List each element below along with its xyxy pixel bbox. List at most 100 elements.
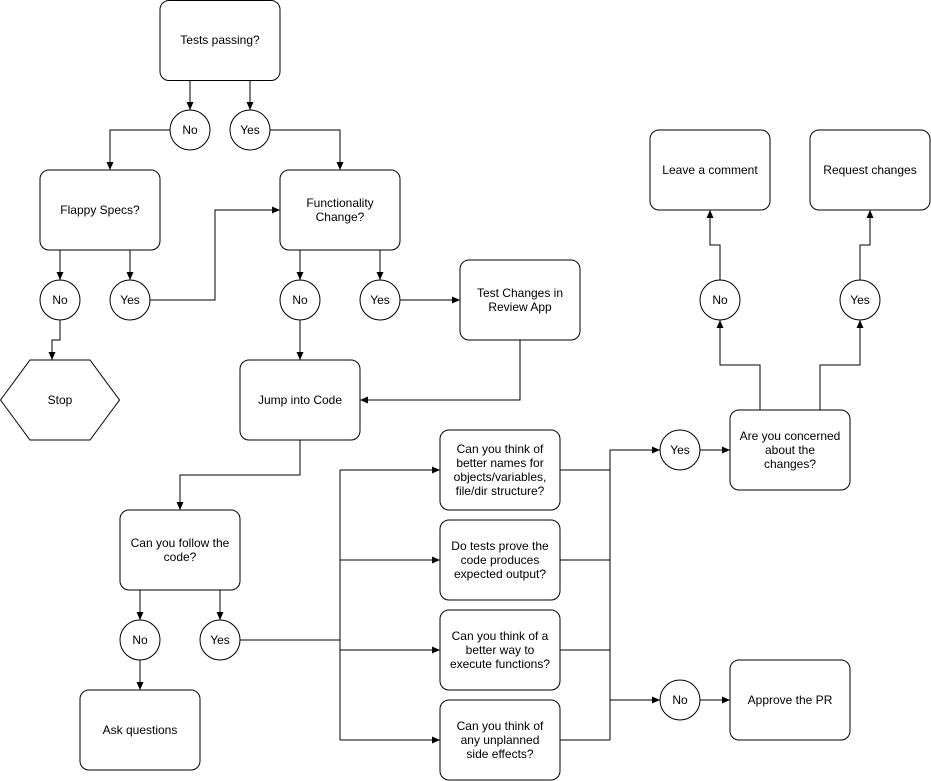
node-approve-pr: Approve the PR bbox=[729, 659, 851, 741]
edge-concerned-to-yes bbox=[819, 320, 864, 410]
node-label: Jump into Code bbox=[258, 393, 342, 407]
edge-questions-merge bbox=[560, 450, 611, 741]
circle-follow-no: No bbox=[119, 619, 161, 661]
node-label: Yes bbox=[210, 633, 230, 647]
circle-tests-no: No bbox=[169, 109, 211, 151]
node-label: Yes bbox=[850, 293, 870, 307]
node-label-line: No bbox=[712, 293, 728, 307]
edge-concerned-to-no bbox=[716, 320, 761, 410]
node-label: No bbox=[672, 693, 688, 707]
circle-flappy-no: No bbox=[39, 279, 81, 321]
edge-flappy-yes-to-functionality bbox=[150, 206, 280, 301]
node-label-line: code produces bbox=[461, 553, 540, 567]
node-label-line: No bbox=[292, 293, 308, 307]
connectors bbox=[48, 80, 874, 744]
node-label-line: code? bbox=[164, 550, 197, 564]
node-label-line: any unplanned bbox=[461, 733, 540, 747]
node-label: No bbox=[182, 123, 198, 137]
node-flappy-specs: Flappy Specs? bbox=[39, 169, 161, 251]
node-label-line: Are you concerned bbox=[740, 429, 841, 443]
edge-no-to-flappy bbox=[106, 129, 170, 170]
node-label: No bbox=[712, 293, 728, 307]
node-ask-questions: Ask questions bbox=[79, 689, 201, 771]
circle-tests-yes: Yes bbox=[229, 109, 271, 151]
node-label: Stop bbox=[48, 393, 73, 407]
node-tests-passing: Tests passing? bbox=[159, 0, 281, 81]
node-label-line: Change? bbox=[316, 210, 365, 224]
node-label: No bbox=[292, 293, 308, 307]
node-label: Yes bbox=[670, 443, 690, 457]
node-label-line: Flappy Specs? bbox=[60, 203, 140, 217]
node-label-line: changes? bbox=[764, 457, 816, 471]
node-label-line: Yes bbox=[670, 443, 690, 457]
edge-yes-to-functionality bbox=[270, 129, 344, 170]
node-label-line: Can you think of bbox=[457, 442, 544, 456]
node-label-line: Leave a comment bbox=[662, 163, 758, 177]
node-label-line: No bbox=[182, 123, 198, 137]
node-leave-comment: Leave a comment bbox=[649, 129, 771, 211]
node-label-line: Tests passing? bbox=[180, 33, 260, 47]
node-label-line: side effects? bbox=[466, 747, 533, 761]
node-request-changes: Request changes bbox=[809, 129, 931, 211]
edge-test-changes-to-jump bbox=[360, 340, 521, 404]
node-label-line: Can you follow the bbox=[131, 536, 230, 550]
node-label-line: No bbox=[672, 693, 688, 707]
node-label-line: Functionality bbox=[306, 196, 373, 210]
node-label-line: Can you think of bbox=[457, 719, 544, 733]
circle-follow-yes: Yes bbox=[199, 619, 241, 661]
node-label-line: better names for bbox=[456, 456, 543, 470]
node-label-line: objects/variables, bbox=[454, 470, 547, 484]
node-label: Yes bbox=[370, 293, 390, 307]
node-stop: Stop bbox=[0, 359, 121, 441]
edge-concerned-yes-to-request bbox=[859, 210, 874, 280]
circle-functionality-yes: Yes bbox=[359, 279, 401, 321]
circle-functionality-no: No bbox=[279, 279, 321, 321]
node-label: Request changes bbox=[823, 163, 916, 177]
node-label: Leave a comment bbox=[662, 163, 758, 177]
node-label: Ask questions bbox=[103, 723, 178, 737]
node-label-line: Ask questions bbox=[103, 723, 178, 737]
edge-concerned-no-to-comment bbox=[706, 210, 721, 280]
node-label-line: Yes bbox=[240, 123, 260, 137]
node-label-line: Approve the PR bbox=[748, 693, 833, 707]
node-label-line: Yes bbox=[370, 293, 390, 307]
node-label-line: Review App bbox=[488, 300, 552, 314]
node-label-line: Request changes bbox=[823, 163, 916, 177]
edge-jump-to-follow bbox=[176, 440, 301, 510]
node-label-line: No bbox=[52, 293, 68, 307]
node-label-line: Yes bbox=[850, 293, 870, 307]
node-jump-into-code: Jump into Code bbox=[239, 359, 361, 441]
node-label-line: Can you think of a bbox=[452, 629, 549, 643]
edge-flappy-no-to-stop bbox=[48, 320, 61, 360]
circle-review-yes: Yes bbox=[659, 429, 701, 471]
node-label: No bbox=[52, 293, 68, 307]
node-label: Tests passing? bbox=[180, 33, 260, 47]
node-label-line: expected output? bbox=[454, 567, 546, 581]
node-label-line: Yes bbox=[120, 293, 140, 307]
node-label: Yes bbox=[120, 293, 140, 307]
circle-flappy-yes: Yes bbox=[109, 279, 151, 321]
node-label-line: Test Changes in bbox=[477, 286, 563, 300]
node-label-line: execute functions? bbox=[450, 657, 550, 671]
circle-concerned-yes: Yes bbox=[839, 279, 881, 321]
node-label-line: about the bbox=[765, 443, 815, 457]
edge-follow-yes-trunk bbox=[240, 470, 341, 740]
node-label-line: Jump into Code bbox=[258, 393, 342, 407]
node-label-line: Stop bbox=[48, 393, 73, 407]
